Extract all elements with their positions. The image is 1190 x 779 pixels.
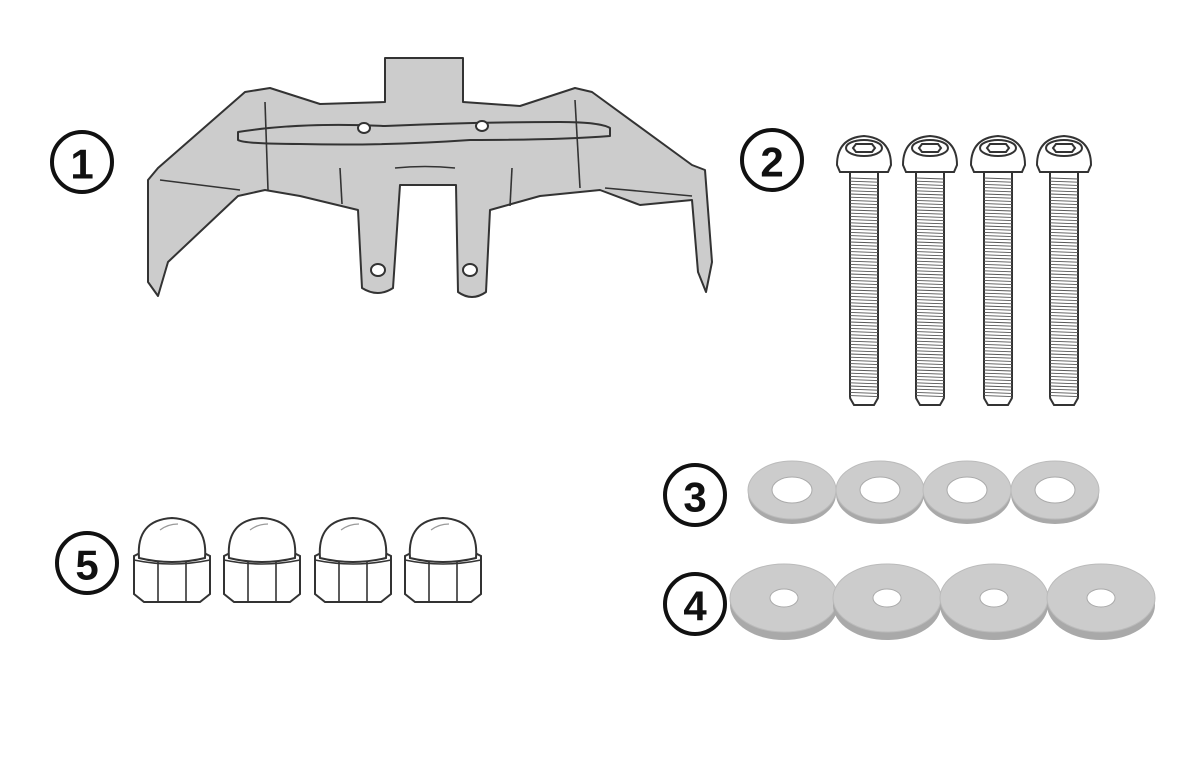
large-washer-icon xyxy=(832,563,942,640)
acorn-nut-icon xyxy=(223,516,301,603)
acorn-nut-icon xyxy=(314,516,392,603)
svg-text:4: 4 xyxy=(683,583,707,630)
mounting-bracket-icon xyxy=(147,57,713,298)
large-washer-icon xyxy=(729,563,839,640)
small-washer-icon xyxy=(922,460,1012,524)
callout-3: 3 xyxy=(663,463,727,527)
svg-text:2: 2 xyxy=(760,139,783,186)
svg-text:3: 3 xyxy=(683,474,706,521)
small-washer-icon xyxy=(747,460,837,524)
svg-text:1: 1 xyxy=(70,141,93,188)
svg-text:5: 5 xyxy=(75,542,98,589)
acorn-nut-icon xyxy=(404,516,482,603)
socket-head-bolt-icon xyxy=(901,134,959,406)
large-washer-icon xyxy=(1046,563,1156,640)
small-washer-icon xyxy=(1010,460,1100,524)
small-washer-icon xyxy=(835,460,925,524)
small-washer-group xyxy=(747,460,1100,524)
large-washer-icon xyxy=(939,563,1049,640)
callout-2: 2 xyxy=(740,128,804,192)
large-washer-group xyxy=(729,563,1156,640)
acorn-nut-icon xyxy=(133,516,211,603)
socket-head-bolt-icon xyxy=(969,134,1027,406)
socket-head-bolt-icon xyxy=(1035,134,1093,406)
bolt-group xyxy=(835,134,1093,406)
socket-head-bolt-icon xyxy=(835,134,893,406)
callout-1: 1 xyxy=(50,130,114,194)
callout-5: 5 xyxy=(55,531,119,595)
acorn-nut-group xyxy=(133,516,482,603)
callout-4: 4 xyxy=(663,572,727,636)
